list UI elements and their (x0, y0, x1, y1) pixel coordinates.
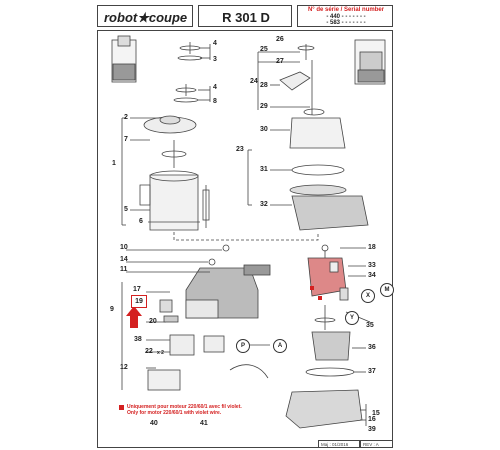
callout-2: 2 (124, 114, 128, 121)
callout-4b: 4 (213, 84, 217, 91)
callout-32: 32 (260, 201, 268, 208)
callout-9: 9 (110, 306, 114, 313)
reference-circle-a: A (273, 339, 287, 353)
callout-41: 41 (200, 420, 208, 427)
callout-17: 17 (133, 286, 141, 293)
callout-3: 3 (213, 56, 217, 63)
callout-1: 1 (112, 160, 116, 167)
footer-date: Maj : 01/2016 (321, 442, 349, 447)
footer-rev-box: REV : A (360, 440, 393, 448)
callout-14: 14 (120, 256, 128, 263)
callout-8: 8 (213, 98, 217, 105)
callout-12: 12 (120, 364, 128, 371)
callout-22: 22 (145, 348, 153, 355)
callout-4a: 4 (213, 40, 217, 47)
brand-box: robot★coupe (97, 5, 193, 27)
reference-circle-y: Y (345, 311, 359, 325)
callout-x2: x 2 (157, 350, 164, 356)
brand-logo: robot★coupe (104, 10, 188, 25)
callout-28: 28 (260, 82, 268, 89)
callout-26: 26 (276, 36, 284, 43)
callout-35: 35 (366, 322, 374, 329)
callout-5: 5 (124, 206, 128, 213)
footer-date-box: Maj : 01/2016 (318, 440, 360, 448)
callout-16: 16 (368, 416, 376, 423)
footer-revision: REV : A (363, 442, 379, 447)
callout-31: 31 (260, 166, 268, 173)
violet-wire-note-fr: Uniquement pour moteur 220/60/1 avec fil… (127, 404, 242, 410)
callout-40: 40 (150, 420, 158, 427)
violet-wire-note-en: Only for motor 220/60/1 with violet wire… (127, 410, 222, 416)
callout-27: 27 (276, 58, 284, 65)
callout-34: 34 (368, 272, 376, 279)
callout-38: 38 (134, 336, 142, 343)
reference-circle-x: X (361, 289, 375, 303)
model-title: R 301 D (222, 10, 270, 25)
serial-box: N° de série / Serial number - 440 - - - … (297, 5, 393, 27)
callout-24: 24 (250, 78, 258, 85)
callout-6: 6 (139, 218, 143, 225)
exploded-view-frame (97, 30, 393, 448)
model-box: R 301 D (198, 5, 292, 27)
callout-30: 30 (260, 126, 268, 133)
serial-line-2: - 583 - - - - - - - (326, 20, 366, 26)
callout-29: 29 (260, 103, 268, 110)
callout-23: 23 (236, 146, 244, 153)
callout-10: 10 (120, 244, 128, 251)
callout-36: 36 (368, 344, 376, 351)
callout-19-highlight: 19 (131, 295, 147, 308)
callout-33: 33 (368, 262, 376, 269)
callout-15: 15 (372, 410, 380, 417)
callout-37: 37 (368, 368, 376, 375)
serial-title: N° de série / Serial number (307, 7, 385, 13)
callout-18: 18 (368, 244, 376, 251)
callout-20: 20 (149, 318, 157, 325)
callout-25: 25 (260, 46, 268, 53)
callout-39: 39 (368, 426, 376, 433)
serial-line-1: - 440 - - - - - - - (326, 14, 366, 20)
reference-circle-m: M (380, 283, 394, 297)
callout-11: 11 (120, 266, 128, 273)
reference-circle-p: P (236, 339, 250, 353)
callout-7: 7 (124, 136, 128, 143)
